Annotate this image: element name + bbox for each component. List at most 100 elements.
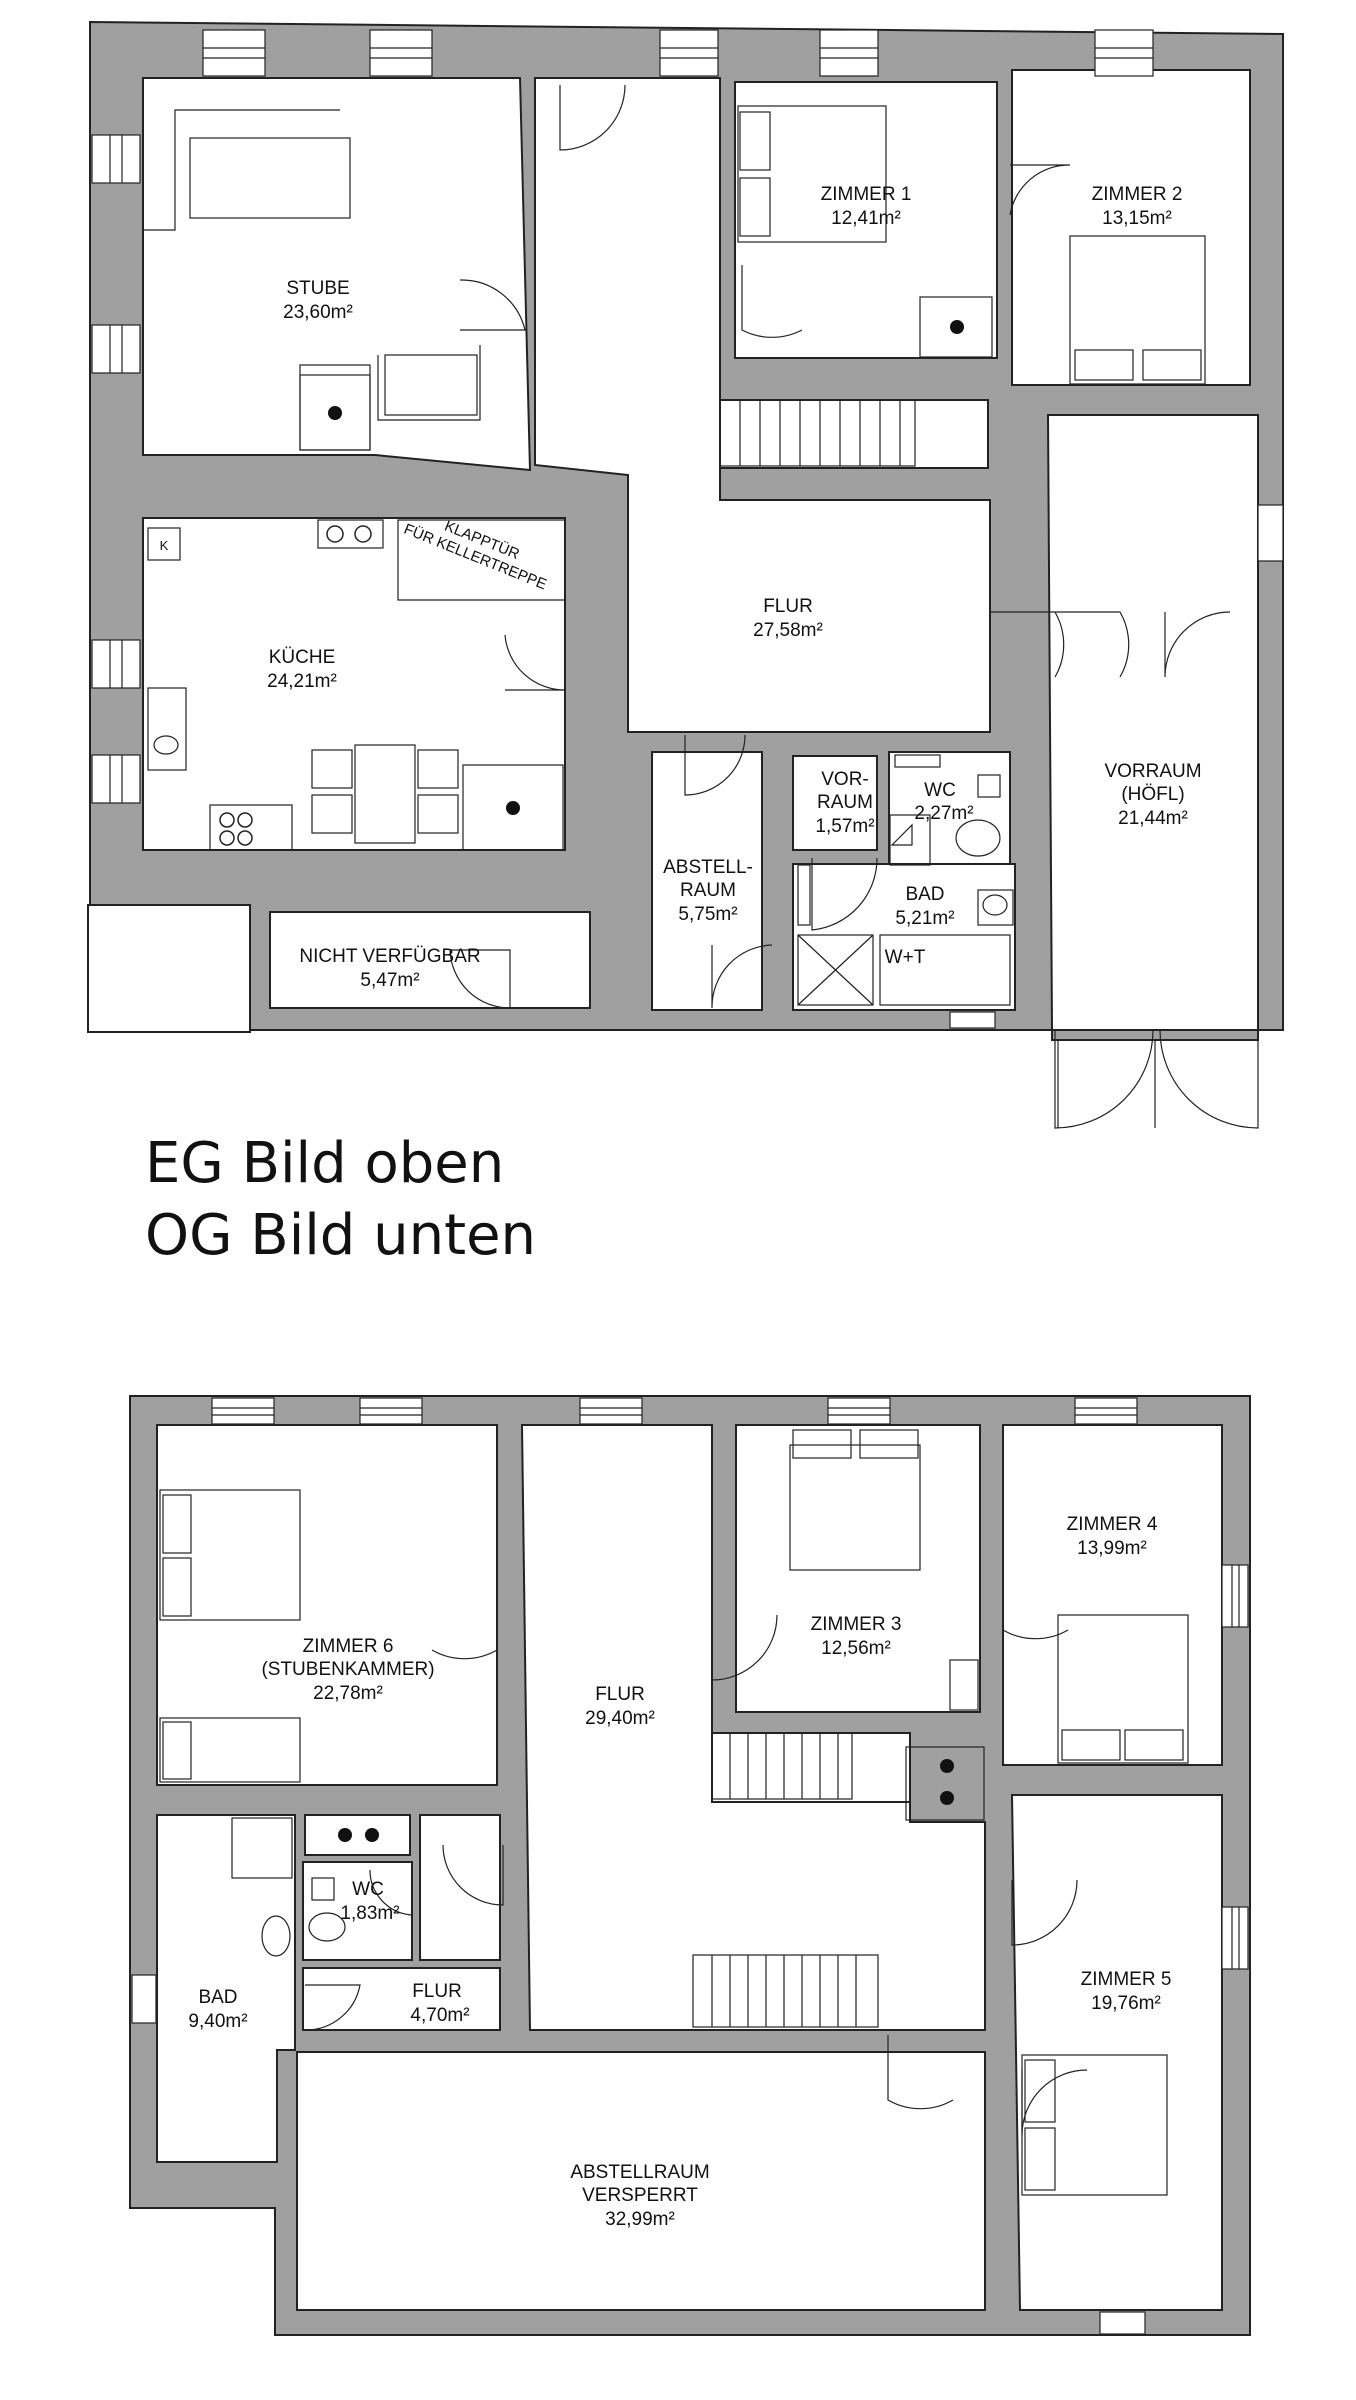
eg-bad-area: 5,21m² (895, 908, 954, 929)
stove-burner-icon (354, 525, 372, 543)
floor-caption: EG Bild oben OG Bild unten (145, 1131, 536, 1268)
eg-zimmer2-area: 13,15m² (1102, 208, 1172, 229)
caption-line2: OG Bild unten (145, 1203, 536, 1268)
eg-room-abstellraum (651, 751, 763, 1011)
eg-room-flur (534, 77, 991, 733)
og-window (131, 1974, 157, 2024)
og-staircase-area (711, 1732, 911, 1803)
caption-line1: EG Bild oben (145, 1131, 504, 1196)
kueche-table (354, 744, 416, 844)
stove-burner-icon (219, 830, 235, 846)
eg-abstellraum-area: 5,75m² (678, 904, 737, 925)
og-window (1221, 1564, 1249, 1628)
og-flur-main-area: 29,40m² (585, 1708, 655, 1729)
eg-k-mark: K (160, 538, 169, 553)
og-room-zimmer5 (1010, 1794, 1223, 2311)
eg-window (91, 324, 141, 374)
eg-room-zimmer1 (734, 81, 998, 359)
og-floor-plan: ZIMMER 6 (STUBENKAMMER) 22,78m² FLUR 29,… (129, 1395, 1251, 2336)
og-window (1074, 1397, 1138, 1425)
og-window (827, 1397, 891, 1425)
eg-floor-plan: STUBE 23,60m² ZIMMER 1 12,41m² ZIMMER 2 … (87, 20, 1284, 1129)
eg-kueche-area: 24,21m² (267, 671, 337, 692)
eg-vorraum-line1: VOR- (821, 769, 869, 790)
og-zimmer4-name: ZIMMER 4 (1067, 1514, 1158, 1535)
eg-window (819, 29, 879, 77)
stube-table (189, 137, 351, 219)
eg-vorraum-hoefl-line2: (HÖFL) (1121, 784, 1184, 805)
half-filled-circle-icon (940, 1791, 954, 1805)
og-room-flur-small (302, 1967, 501, 2031)
eg-nicht-verfuegbar-area: 5,47m² (360, 970, 419, 991)
stove-burner-icon (338, 1828, 352, 1842)
eg-door-swings (449, 84, 1259, 1129)
eg-window (91, 754, 141, 804)
eg-room-zimmer2 (1011, 69, 1251, 386)
eg-room-vorraum (792, 755, 878, 851)
og-zimmer3-name: ZIMMER 3 (811, 1614, 902, 1635)
og-flur-main-name: FLUR (595, 1684, 645, 1705)
eg-flur-area: 27,58m² (753, 620, 823, 641)
og-zimmer4-area: 13,99m² (1077, 1538, 1147, 1559)
bed-zimmer3 (789, 1444, 921, 1571)
sink-icon (153, 735, 179, 755)
half-filled-circle-icon (328, 406, 342, 420)
og-abstellraum-line2: VERSPERRT (582, 2185, 698, 2206)
eg-zimmer2-name: ZIMMER 2 (1092, 184, 1183, 205)
eg-abstellraum-line1: ABSTELL- (663, 857, 753, 878)
og-room-bad (156, 1814, 296, 2163)
og-room-zimmer3 (735, 1424, 981, 1713)
half-filled-circle-icon (506, 801, 520, 815)
og-wc-area: 1,83m² (340, 1903, 399, 1924)
eg-window (91, 134, 141, 184)
og-zimmer6-line2: (STUBENKAMMER) (261, 1659, 434, 1680)
og-abstellraum-area: 32,99m² (605, 2209, 675, 2230)
stove-burner-icon (365, 1828, 379, 1842)
bed-zimmer2 (1069, 235, 1206, 385)
eg-window (659, 29, 719, 77)
og-room-zimmer6 (156, 1424, 498, 1786)
eg-wc-area: 2,27m² (914, 803, 973, 824)
eg-vorraum-line2: RAUM (817, 792, 873, 813)
eg-window (202, 29, 266, 77)
og-door-swings (304, 1565, 1088, 2136)
eg-furniture (143, 105, 1206, 1006)
og-room-flur-main (520, 1424, 986, 2031)
stove-burner-icon (326, 525, 344, 543)
og-zimmer3-area: 12,56m² (821, 1638, 891, 1659)
stove-burner-icon (237, 830, 253, 846)
og-bad-area: 9,40m² (188, 2011, 247, 2032)
eg-flur-name: FLUR (763, 596, 813, 617)
half-filled-circle-icon (940, 1759, 954, 1773)
eg-room-stube (142, 77, 532, 472)
og-zimmer6-line1: ZIMMER 6 (303, 1636, 394, 1657)
stove-burner-icon (237, 812, 253, 828)
og-furniture (159, 1429, 1189, 2196)
bed-zimmer4 (1057, 1614, 1189, 1764)
og-zimmer5-name: ZIMMER 5 (1081, 1969, 1172, 1990)
eg-vorraum-hoefl-area: 21,44m² (1118, 808, 1188, 829)
eg-window (91, 639, 141, 689)
og-room-abstellraum (296, 2051, 986, 2311)
eg-wc-name: WC (924, 780, 956, 801)
eg-window-lines (109, 47, 1153, 803)
bed-zimmer6 (159, 1489, 301, 1621)
og-window (1221, 1906, 1249, 1970)
eg-wt-label: W+T (885, 947, 926, 968)
og-flur-small-name: FLUR (412, 1981, 462, 2002)
eg-window (1257, 504, 1284, 562)
og-flur-small-area: 4,70m² (410, 2005, 469, 2026)
eg-window (369, 29, 433, 77)
eg-zimmer1-area: 12,41m² (831, 208, 901, 229)
sink-icon (982, 894, 1008, 916)
og-labels: ZIMMER 6 (STUBENKAMMER) 22,78m² FLUR 29,… (188, 1514, 1171, 2230)
eg-stube-area: 23,60m² (283, 302, 353, 323)
eg-window (949, 1011, 996, 1029)
og-window (211, 1397, 275, 1425)
og-room-zimmer4 (1002, 1424, 1223, 1766)
stove-burner-icon (219, 812, 235, 828)
og-abstellraum-line1: ABSTELLRAUM (570, 2162, 709, 2183)
og-symbols (338, 1759, 954, 1842)
eg-room-bad (792, 863, 1016, 1011)
